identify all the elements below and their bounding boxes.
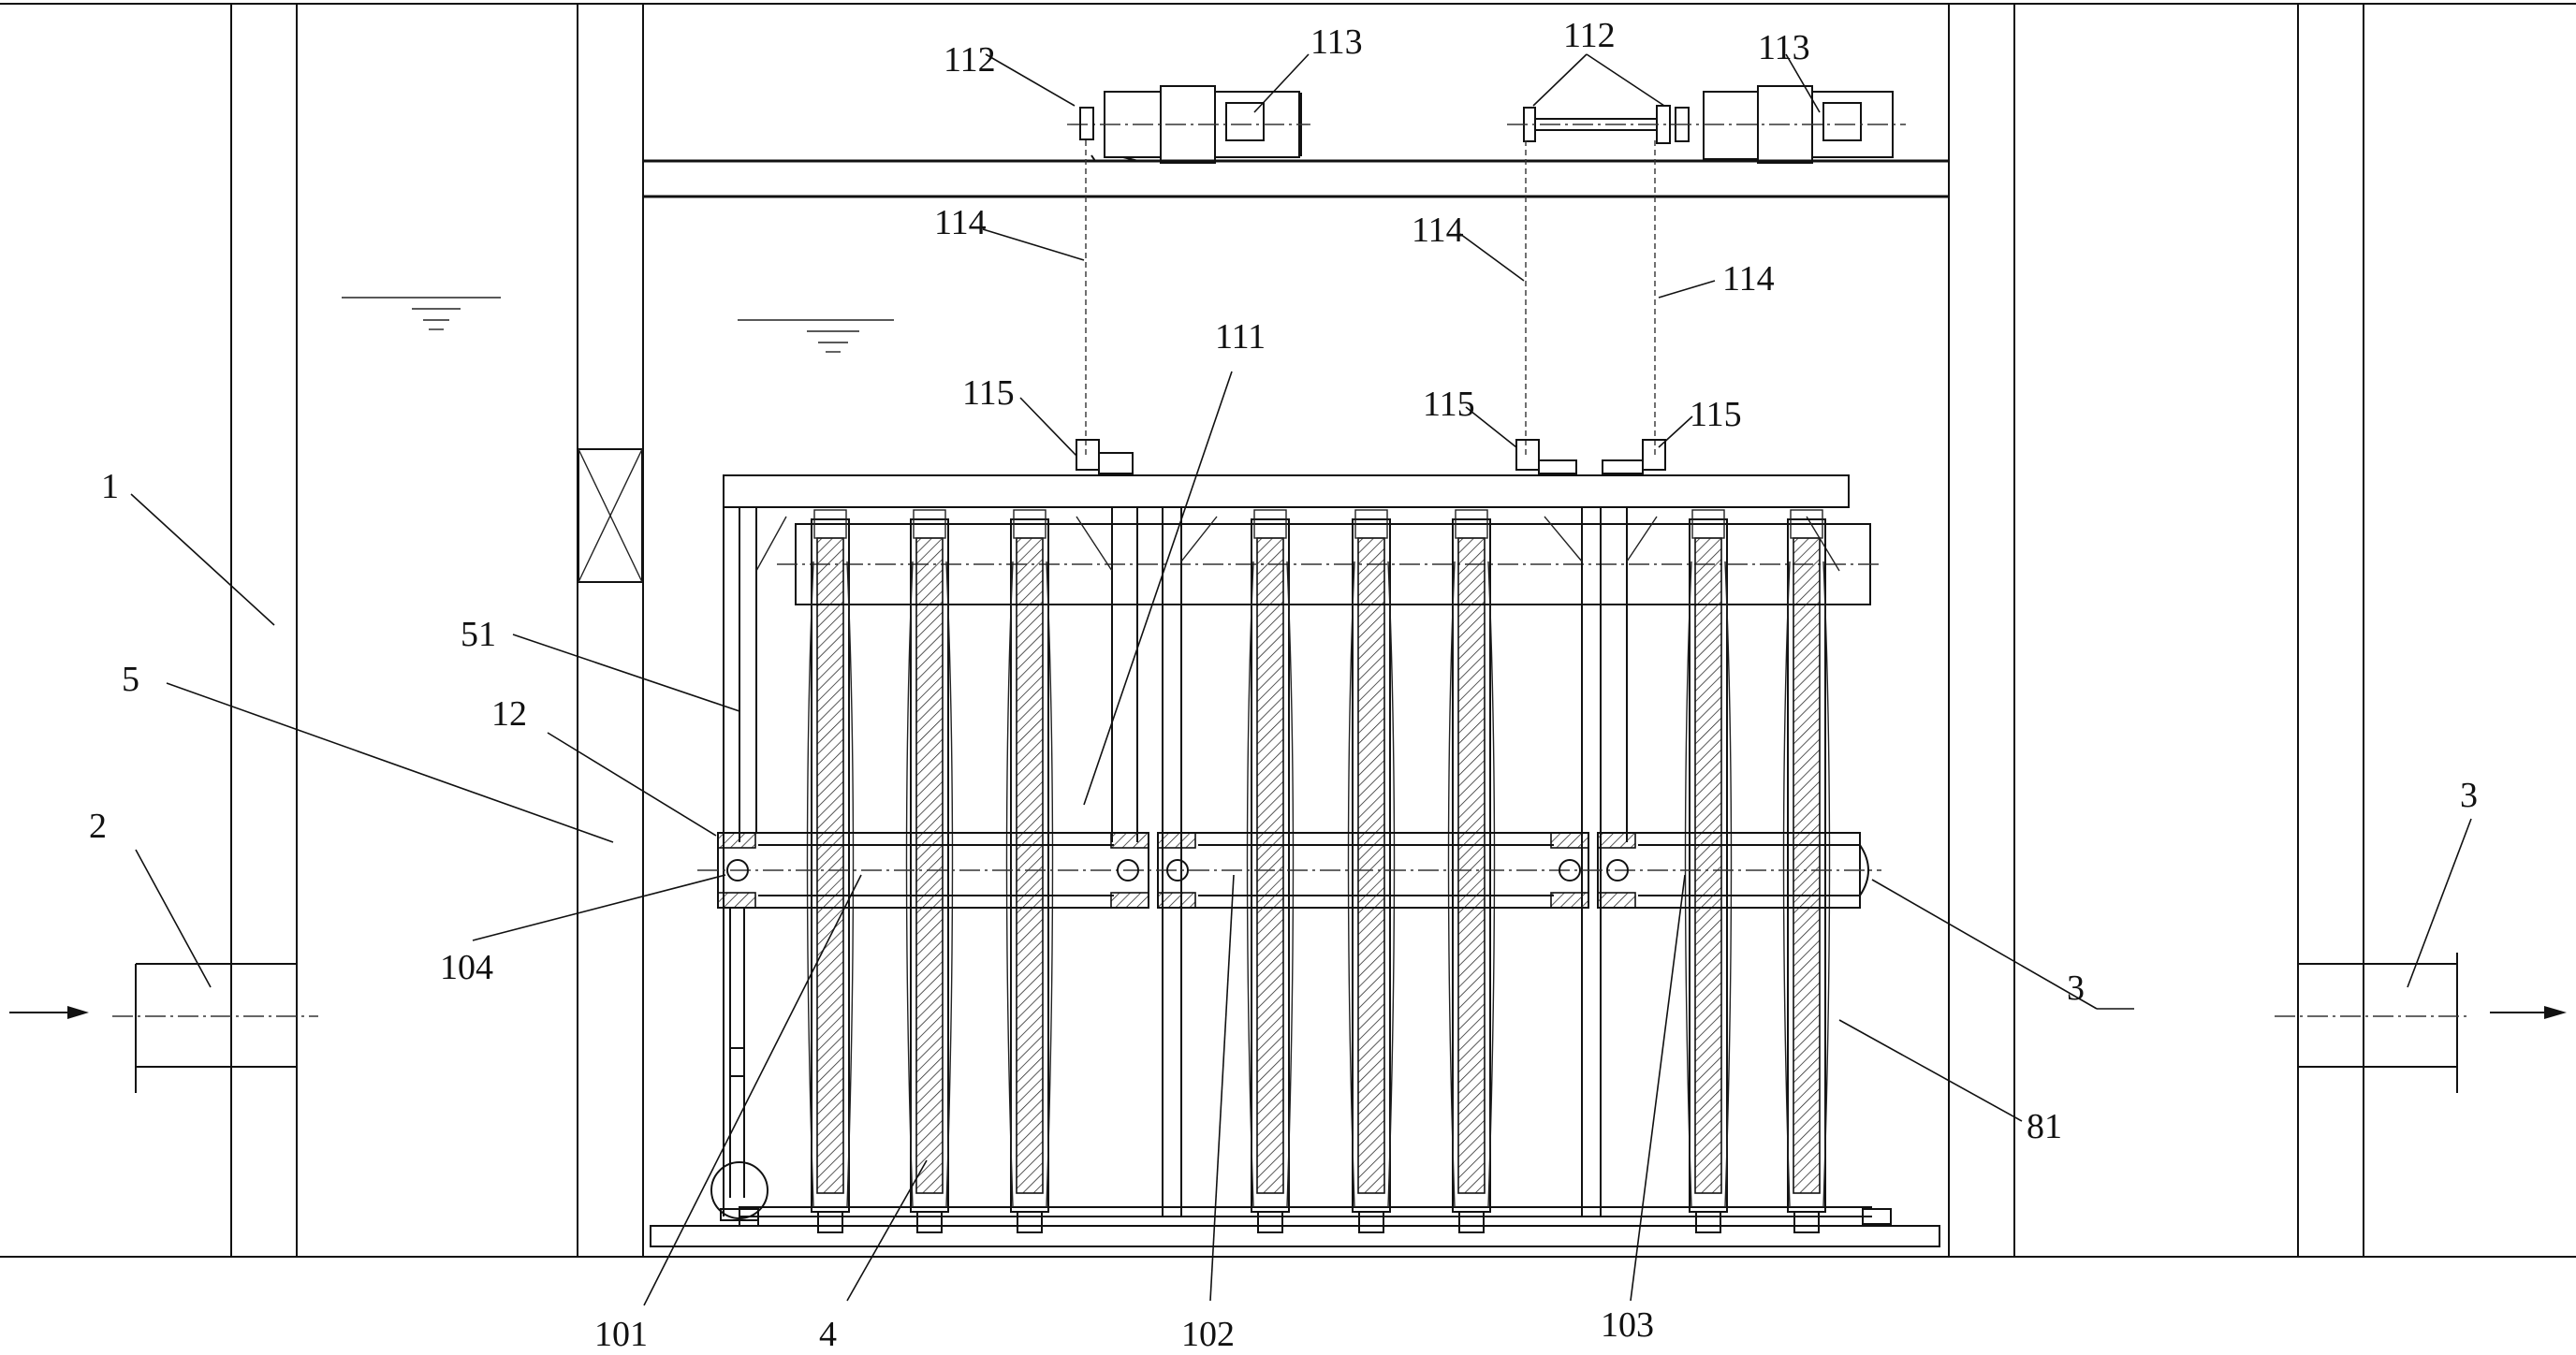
leader-lines xyxy=(130,53,2472,1306)
label-113-left: 113 xyxy=(1310,22,1363,62)
label-104: 104 xyxy=(440,948,493,987)
inlet-pipe xyxy=(9,963,318,1093)
label-111: 111 xyxy=(1215,317,1266,357)
label-3-right: 3 xyxy=(2460,776,2478,815)
part-labels: 1 2 3 3 4 5 12 51 81 101 102 103 104 111… xyxy=(89,16,2478,1354)
tank-structure xyxy=(0,3,2576,1258)
outlet-pipe xyxy=(2275,953,2567,1093)
label-114-a: 114 xyxy=(934,203,987,242)
label-115-b: 115 xyxy=(1423,385,1475,424)
label-1: 1 xyxy=(101,467,119,506)
water-level-right xyxy=(738,319,894,353)
spray-pump xyxy=(710,908,1892,1227)
disc-assembly xyxy=(806,509,1831,1233)
drive-motor-left xyxy=(1067,85,1310,164)
label-3-left: 3 xyxy=(2067,969,2085,1008)
label-112-right: 112 xyxy=(1563,16,1616,55)
label-5: 5 xyxy=(122,660,139,699)
label-102: 102 xyxy=(1181,1315,1235,1354)
rotating-shafts xyxy=(697,832,1881,909)
label-2: 2 xyxy=(89,807,107,846)
label-103: 103 xyxy=(1601,1305,1654,1345)
chain-lines xyxy=(1085,140,1656,459)
label-114-c: 114 xyxy=(1722,259,1775,299)
label-51: 51 xyxy=(461,615,496,654)
label-115-c: 115 xyxy=(1690,395,1742,434)
label-4: 4 xyxy=(819,1315,837,1354)
water-level-left xyxy=(342,297,501,330)
wall-vent-box xyxy=(578,448,643,583)
label-114-b: 114 xyxy=(1412,211,1464,250)
label-81: 81 xyxy=(2027,1107,2062,1146)
label-115-a: 115 xyxy=(962,373,1015,413)
label-12: 12 xyxy=(491,694,527,734)
label-113-right: 113 xyxy=(1758,28,1810,67)
support-frame xyxy=(650,474,1940,1247)
driven-sprockets xyxy=(1076,439,1666,474)
label-112-left: 112 xyxy=(944,40,996,80)
label-101: 101 xyxy=(594,1315,648,1354)
drive-motor-right xyxy=(1507,85,1906,164)
